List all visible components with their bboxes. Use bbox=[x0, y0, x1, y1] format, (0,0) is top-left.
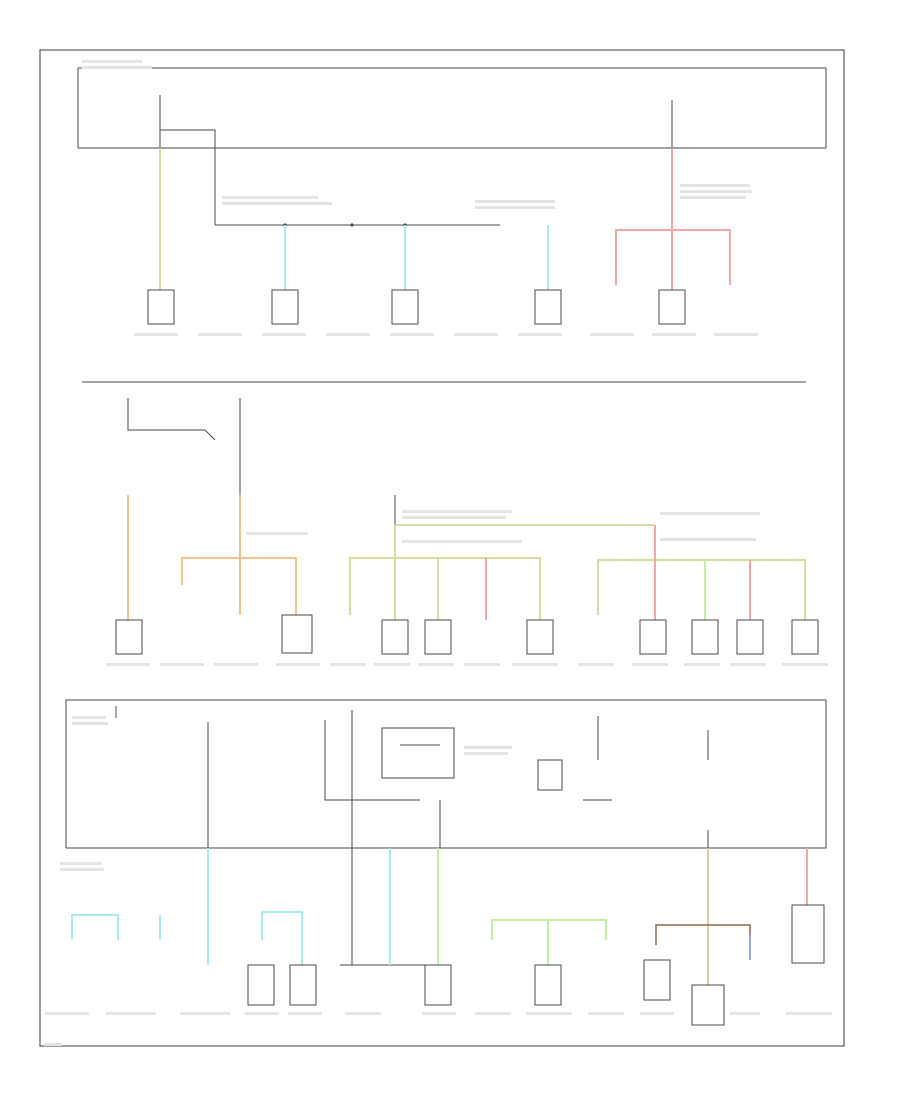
section-4-feeds bbox=[340, 830, 709, 966]
section-4-illegible-labels bbox=[44, 1012, 832, 1046]
section-2-colored-wires bbox=[127, 495, 806, 620]
section-1-feeds bbox=[159, 95, 673, 227]
section-1-fuse-panel-outline bbox=[77, 67, 827, 149]
section-4-colored-wires bbox=[71, 848, 808, 985]
section-1-colored-wires bbox=[159, 148, 731, 290]
section-3-illegible-labels bbox=[60, 716, 512, 871]
section-2-feeds bbox=[127, 398, 396, 525]
section-2-illegible-labels bbox=[106, 510, 828, 666]
diagram-frame bbox=[39, 49, 845, 1047]
section-3-internal-circuits bbox=[115, 706, 709, 848]
section-4-components bbox=[247, 904, 825, 1026]
section-3-fuse-panel-outline bbox=[65, 699, 827, 849]
section-1-illegible-labels bbox=[82, 60, 758, 336]
section-1-components bbox=[147, 289, 686, 325]
section-2-components bbox=[115, 614, 819, 655]
